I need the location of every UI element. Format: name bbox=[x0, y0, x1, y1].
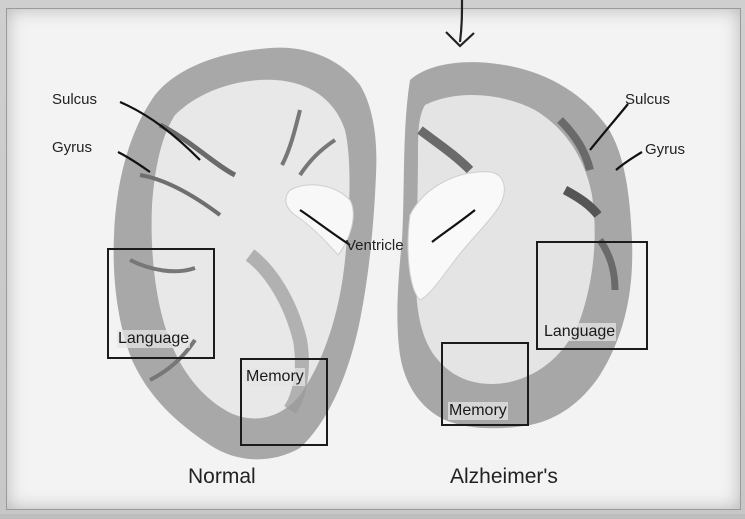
normal-brain-section bbox=[114, 48, 377, 460]
label-memory-right: Memory bbox=[448, 402, 508, 420]
caption-alzheimers: Alzheimer's bbox=[450, 466, 558, 487]
label-gyrus-right: Gyrus bbox=[645, 142, 685, 157]
label-language-right: Language bbox=[543, 323, 616, 341]
alzheimers-brain-section bbox=[397, 62, 632, 428]
label-language-left: Language bbox=[117, 330, 190, 348]
label-gyrus-left: Gyrus bbox=[52, 140, 92, 155]
hand-drawn-arrow bbox=[460, 0, 462, 42]
label-sulcus-left: Sulcus bbox=[52, 92, 97, 107]
caption-normal: Normal bbox=[188, 466, 256, 487]
label-sulcus-right: Sulcus bbox=[625, 92, 670, 107]
label-memory-left: Memory bbox=[245, 368, 305, 386]
label-ventricle: Ventricle bbox=[346, 238, 404, 253]
